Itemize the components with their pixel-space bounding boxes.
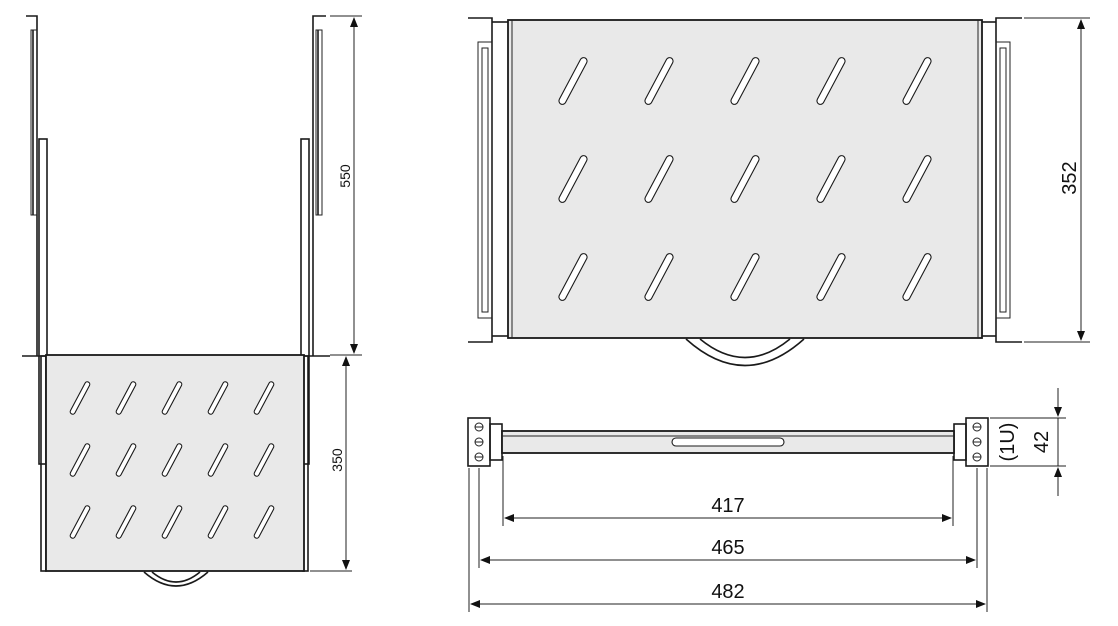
front-view: 42 (1U) 417 465 482 [467,388,1066,612]
side-vent-slot [161,443,183,477]
top-vent-slot [902,57,932,105]
top-left-ear [468,17,508,343]
side-vent-slot [253,381,275,415]
side-right-rail [300,15,330,572]
dimension-482-label: 482 [711,581,744,603]
front-left-bracket [467,417,503,467]
dimension-482: 482 [470,581,986,608]
side-vent-slot [253,443,275,477]
top-vent-slot [902,253,932,301]
side-vent-slot [115,443,137,477]
dimension-465-label: 465 [711,537,744,559]
side-vent-slot [69,381,91,415]
side-vent-slots [69,381,275,539]
dimension-350: 350 [310,356,352,572]
dimension-42: 42 (1U) [990,388,1066,496]
top-vent-slot [558,253,588,301]
top-vent-slot [644,155,674,203]
side-vent-slot [115,505,137,539]
dimension-1u-label: (1U) [997,423,1019,462]
side-vent-slot [207,381,229,415]
side-vent-slot [69,443,91,477]
side-view: 550 350 [22,15,362,587]
top-vent-slot [816,155,846,203]
top-view: 352 [468,17,1090,367]
side-left-rail [22,15,48,572]
side-vent-slot [115,381,137,415]
side-vent-slot [207,443,229,477]
dimension-352: 352 [1024,17,1090,343]
top-vent-slot [730,57,760,105]
dimension-352-label: 352 [1059,161,1081,194]
dimension-42-label: 42 [1031,431,1053,453]
top-vent-slot [816,253,846,301]
top-vent-slots [558,57,932,301]
top-vent-slot [730,253,760,301]
top-vent-slot [644,253,674,301]
top-vent-slot [902,155,932,203]
front-right-bracket [953,417,989,467]
side-handle [143,571,209,587]
top-vent-slot [816,57,846,105]
side-vent-slot [69,505,91,539]
dimension-550-label: 550 [337,164,353,188]
top-vent-slot [558,155,588,203]
top-vent-slot [730,155,760,203]
dimension-550: 550 [330,15,362,356]
top-handle [685,338,805,367]
side-vent-slot [161,381,183,415]
side-vent-slot [161,505,183,539]
side-handle-inner [151,571,201,583]
dimension-417: 417 [504,495,952,522]
front-handle-slot [671,437,785,447]
side-vent-slot [253,505,275,539]
top-right-ear [982,17,1022,343]
dimension-417-label: 417 [711,495,744,517]
top-vent-slot [644,57,674,105]
side-vent-slot [207,505,229,539]
top-handle-inner [699,338,791,359]
dimension-350-label: 350 [329,448,345,472]
top-vent-slot [558,57,588,105]
dimension-465: 465 [480,537,976,564]
